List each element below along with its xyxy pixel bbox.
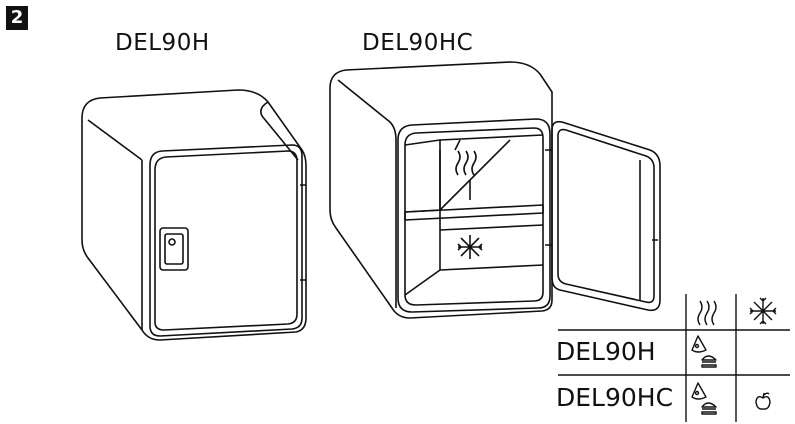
pizza-burger-icon — [691, 382, 717, 415]
table-row-model-del90hc: DEL90HC — [556, 383, 674, 412]
compatibility-table-grid — [558, 294, 790, 422]
table-row-model-del90h: DEL90H — [556, 337, 656, 366]
del90h-cabinet-illustration — [81, 89, 307, 341]
table-heat-icon — [697, 300, 717, 326]
table-snowflake-icon — [749, 297, 777, 325]
pizza-burger-icon — [691, 335, 717, 368]
model-label-del90hc: DEL90HC — [362, 30, 474, 56]
del90hc-cabinet-illustration — [329, 61, 661, 319]
snowflake-icon — [457, 235, 483, 259]
figure-number-badge: 2 — [6, 6, 28, 30]
model-label-del90h: DEL90H — [115, 30, 210, 56]
apple-icon — [755, 392, 771, 410]
heat-icon — [455, 150, 477, 176]
